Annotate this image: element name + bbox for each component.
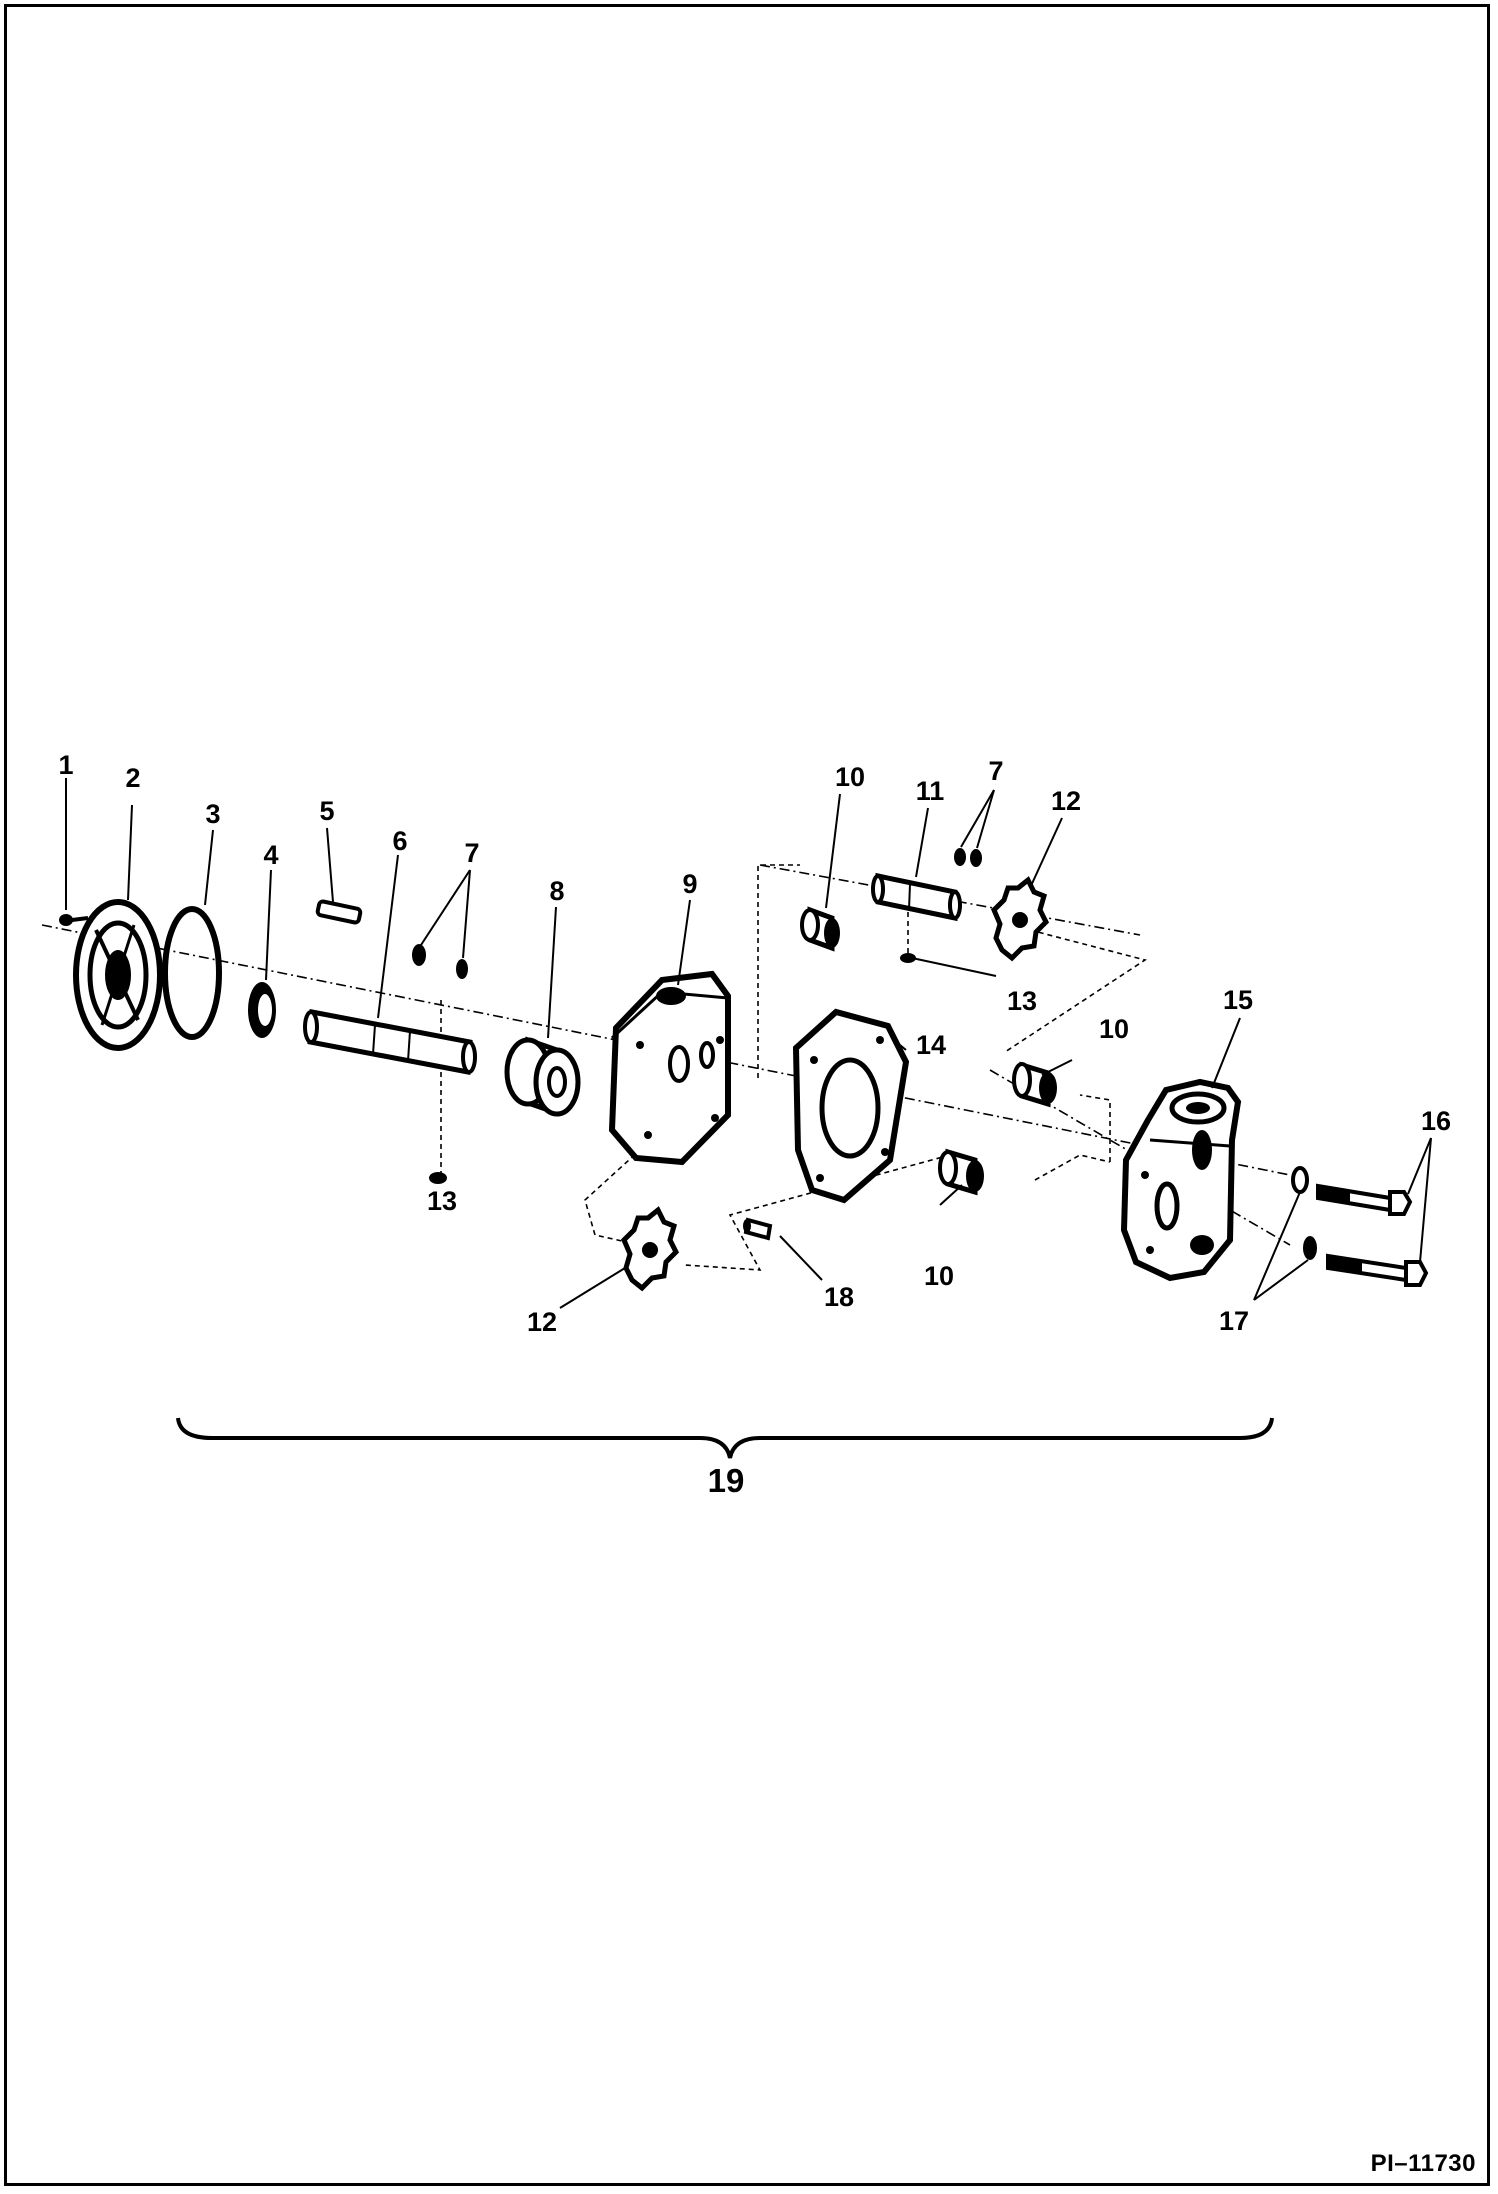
main-axis-line: [41, 924, 1291, 1176]
part-16-bolt-upper: [1316, 1183, 1413, 1216]
part-1-screw: [59, 914, 89, 926]
part-16-bolt-lower: [1326, 1253, 1429, 1287]
leader-7-left-b: [462, 869, 471, 959]
leader-17-upper: [1253, 1191, 1301, 1301]
leader-7-left-a: [420, 869, 471, 946]
leader-9: [677, 899, 691, 986]
leader-10-right: [1041, 1059, 1073, 1076]
callout-9: 9: [682, 869, 697, 899]
callout-13-right: 13: [1007, 986, 1037, 1016]
leader-7-right-a: [960, 789, 995, 848]
callout-13-left: 13: [427, 1186, 457, 1216]
callout-labels: 1 2 3 4 5 6 7 8 9 13 10 11 7 12 13 15 10…: [58, 750, 1451, 1499]
assembly-brace: [176, 1417, 1274, 1459]
leader-4: [265, 869, 272, 981]
callout-4: 4: [263, 840, 278, 870]
callout-18: 18: [824, 1282, 854, 1312]
part-4-seal: [248, 982, 276, 1038]
callout-15: 15: [1223, 985, 1253, 1015]
route-gear-right: [1004, 929, 1147, 1053]
part-15-rear-housing: [1120, 1078, 1242, 1282]
leader-10-upper: [825, 793, 841, 909]
callout-5: 5: [319, 796, 334, 826]
part-17-washers: [1291, 1166, 1317, 1260]
upper-axis-line: [759, 864, 1141, 936]
part-9-pump-body: [608, 970, 731, 1166]
callout-10-lower: 10: [924, 1261, 954, 1291]
part-10-bushing-lower: [938, 1148, 984, 1196]
callout-14: 14: [916, 1030, 946, 1060]
leader-13-right: [911, 957, 997, 977]
callout-11: 11: [916, 776, 945, 806]
part-8-bearing: [504, 1036, 581, 1117]
leader-3: [204, 829, 214, 906]
callout-3: 3: [205, 799, 220, 829]
part-11-idler-shaft: [871, 872, 962, 922]
part-7-balls-right: [954, 848, 982, 867]
leader-18: [779, 1235, 823, 1281]
callout-8: 8: [549, 876, 564, 906]
part-10-bushing-upper: [800, 906, 840, 952]
part-14-wear-plate: [792, 1008, 910, 1204]
leader-11: [915, 807, 929, 878]
callout-12-lower: 12: [527, 1307, 557, 1337]
route-gear-left-b: [684, 1154, 951, 1271]
part-13-key-left: [429, 1172, 447, 1184]
callout-17: 17: [1219, 1306, 1249, 1336]
callout-1: 1: [58, 750, 73, 780]
part-3-o-ring: [162, 906, 222, 1040]
leader-12-lower: [559, 1267, 626, 1309]
leader-17-lower: [1253, 1259, 1309, 1301]
route-housing: [1034, 1154, 1111, 1181]
assembly-axis-lines: [41, 864, 1291, 1246]
part-5-key: [315, 899, 363, 925]
callout-10-upper: 10: [835, 762, 865, 792]
leader-10-lower: [939, 1184, 963, 1206]
callout-10-right: 10: [1099, 1014, 1129, 1044]
part-13-key-right: [900, 953, 916, 963]
part-10-bushing-right: [1012, 1061, 1057, 1108]
part-18-dowel-pin: [743, 1217, 773, 1241]
leader-5: [326, 827, 334, 903]
leader-lines: [65, 778, 1432, 1309]
callout-7-right: 7: [988, 756, 1003, 786]
drawing-frame: [4, 4, 1490, 2186]
part-6-drive-shaft: [303, 1009, 477, 1075]
leader-16-lower: [1419, 1137, 1432, 1263]
part-7-balls-left: [412, 944, 468, 979]
leader-14: [893, 1039, 907, 1051]
lower-axis-line: [989, 1069, 1291, 1246]
leader-8: [547, 906, 557, 1039]
leader-12-upper: [1029, 817, 1063, 889]
leader-16-upper: [1407, 1137, 1432, 1195]
leader-15: [1211, 1017, 1241, 1089]
leader-7-right-b: [976, 789, 995, 849]
leader-2: [127, 804, 133, 901]
callout-7-left: 7: [464, 838, 479, 868]
route-housing-top: [1079, 1094, 1111, 1162]
part-12-gear-upper: [991, 876, 1050, 962]
leader-6: [377, 854, 399, 1019]
callout-16: 16: [1421, 1106, 1451, 1136]
callout-12-upper: 12: [1051, 786, 1081, 816]
callout-2: 2: [125, 763, 140, 793]
part-2-cover-plate: [73, 899, 163, 1051]
callout-6: 6: [392, 826, 407, 856]
part-12-gear-lower: [621, 1206, 680, 1292]
figure-id: PI–11730: [1370, 2150, 1476, 2177]
callout-19: 19: [708, 1462, 745, 1499]
